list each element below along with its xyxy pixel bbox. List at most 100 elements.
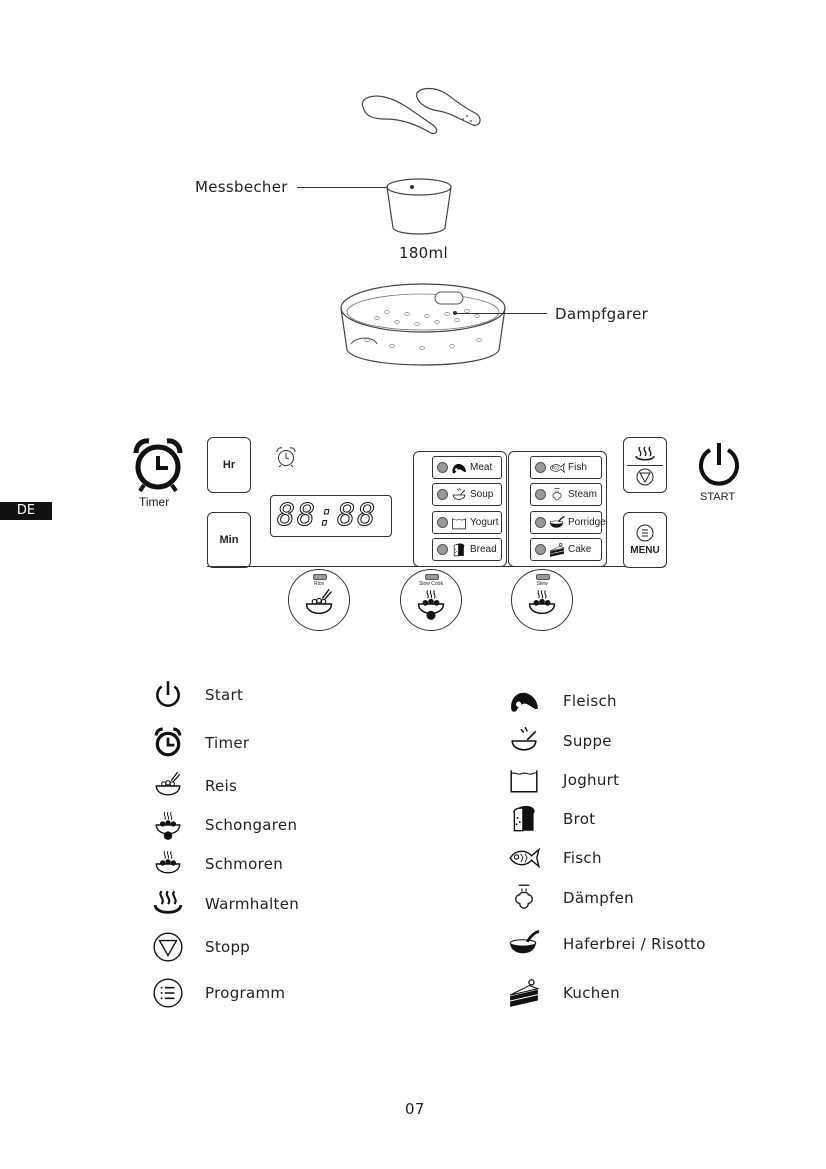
program-label: Soup <box>470 489 494 500</box>
measuring-cup-illustration <box>386 178 452 235</box>
program-label: Porridge <box>568 517 606 528</box>
language-tag: DE <box>0 502 52 520</box>
hr-button[interactable]: Hr <box>207 437 251 493</box>
measuring-cup-leader-line <box>297 187 412 188</box>
yogurt-icon <box>510 770 538 793</box>
legend-label: Start <box>205 686 244 704</box>
meat-icon <box>452 463 466 473</box>
meat-icon <box>511 692 538 712</box>
indicator-light <box>437 489 448 500</box>
program-button-fish[interactable]: Fish <box>530 456 602 479</box>
program-label: Cake <box>568 544 592 555</box>
menu-icon <box>636 524 654 542</box>
program-button-meat[interactable]: Meat <box>432 456 502 479</box>
legend-label: Warmhalten <box>205 895 300 913</box>
legend-label: Fisch <box>563 849 602 867</box>
indicator-light <box>437 544 448 555</box>
digital-display: 88:88 <box>270 495 392 537</box>
stew-icon <box>155 850 181 874</box>
steam-icon <box>552 487 562 500</box>
keep-warm-icon <box>635 446 655 461</box>
legend-label: Timer <box>205 734 250 752</box>
legend-label: Kuchen <box>563 984 620 1002</box>
steam-icon <box>515 884 533 909</box>
program-button-soup[interactable]: Soup <box>432 483 502 506</box>
cake-icon <box>549 542 565 557</box>
program-label: Meat <box>470 462 493 473</box>
steamer-label: Dampfgarer <box>555 305 649 323</box>
fish-icon <box>549 462 565 473</box>
dial-slow-cook[interactable]: Slow Cook <box>400 569 462 631</box>
legend-label: Schmoren <box>205 855 284 873</box>
program-label: Yogurt <box>470 517 499 528</box>
dial-stew[interactable]: Stew <box>511 569 573 631</box>
program-label: Bread <box>470 544 497 555</box>
indicator-light <box>535 462 546 473</box>
rice-bowl-icon <box>305 588 333 615</box>
keep-warm-stop-button[interactable] <box>623 437 667 493</box>
measuring-cup-label: Messbecher <box>195 178 288 196</box>
cake-icon <box>509 979 540 1007</box>
alarm-clock-icon <box>133 438 183 493</box>
steamer-basket-illustration <box>340 283 506 366</box>
porridge-icon <box>549 515 565 528</box>
measuring-cup-volume: 180ml <box>399 244 448 262</box>
slow-cook-icon <box>417 590 445 620</box>
legend-label: Reis <box>205 777 238 795</box>
program-group-right <box>508 451 607 567</box>
indicator-light <box>437 462 448 473</box>
keep-warm-icon <box>153 890 183 914</box>
legend-label: Joghurt <box>563 771 620 789</box>
page-number: 07 <box>405 1100 425 1118</box>
dial-label: Slow Cook <box>419 581 443 587</box>
indicator-light <box>535 489 546 500</box>
dial-rice[interactable]: Rice <box>288 569 350 631</box>
program-button-bread[interactable]: Bread <box>432 538 502 561</box>
rice-paddles-illustration <box>361 87 481 135</box>
indicator-light <box>437 517 448 528</box>
legend-label: Brot <box>563 810 596 828</box>
legend-label: Haferbrei / Risotto <box>563 935 706 953</box>
dial-label: Rice <box>313 581 324 587</box>
menu-icon <box>153 978 183 1008</box>
legend-label: Suppe <box>563 732 612 750</box>
menu-button[interactable]: MENU <box>623 512 667 568</box>
timer-label: Timer <box>139 495 170 509</box>
small-alarm-clock-icon <box>276 447 296 468</box>
stop-icon <box>153 932 183 962</box>
slow-cook-icon <box>155 811 181 840</box>
program-button-yogurt[interactable]: Yogurt <box>432 511 502 534</box>
program-label: Fish <box>568 462 587 473</box>
stew-icon <box>528 590 556 615</box>
min-button[interactable]: Min <box>207 512 251 568</box>
alarm-clock-icon <box>154 727 182 757</box>
soup-icon <box>511 726 537 751</box>
dial-label: Stew <box>536 581 548 587</box>
stop-icon <box>636 468 654 485</box>
program-button-cake[interactable]: Cake <box>530 538 602 561</box>
fish-icon <box>509 847 541 869</box>
indicator-light <box>313 574 327 580</box>
porridge-icon <box>509 929 540 954</box>
rice-bowl-icon <box>155 771 181 796</box>
indicator-light <box>535 544 546 555</box>
legend-label: Stopp <box>205 938 251 956</box>
program-button-porridge[interactable]: Porridge <box>530 511 606 534</box>
soup-icon <box>452 487 466 500</box>
program-group-left <box>413 451 507 567</box>
power-icon[interactable] <box>694 440 744 490</box>
indicator-light <box>535 517 546 528</box>
steamer-leader-line <box>455 313 547 314</box>
bread-icon <box>513 805 535 832</box>
start-label: START <box>700 491 736 503</box>
yogurt-icon <box>452 517 466 529</box>
power-icon <box>156 681 180 707</box>
bread-icon <box>453 542 465 556</box>
indicator-light <box>536 574 550 580</box>
legend-label: Schongaren <box>205 816 298 834</box>
display-digits: 88:88 <box>276 498 378 534</box>
program-button-steam[interactable]: Steam <box>530 483 602 506</box>
program-label: Steam <box>568 489 597 500</box>
legend-label: Dämpfen <box>563 889 634 907</box>
menu-label: MENU <box>630 545 660 556</box>
